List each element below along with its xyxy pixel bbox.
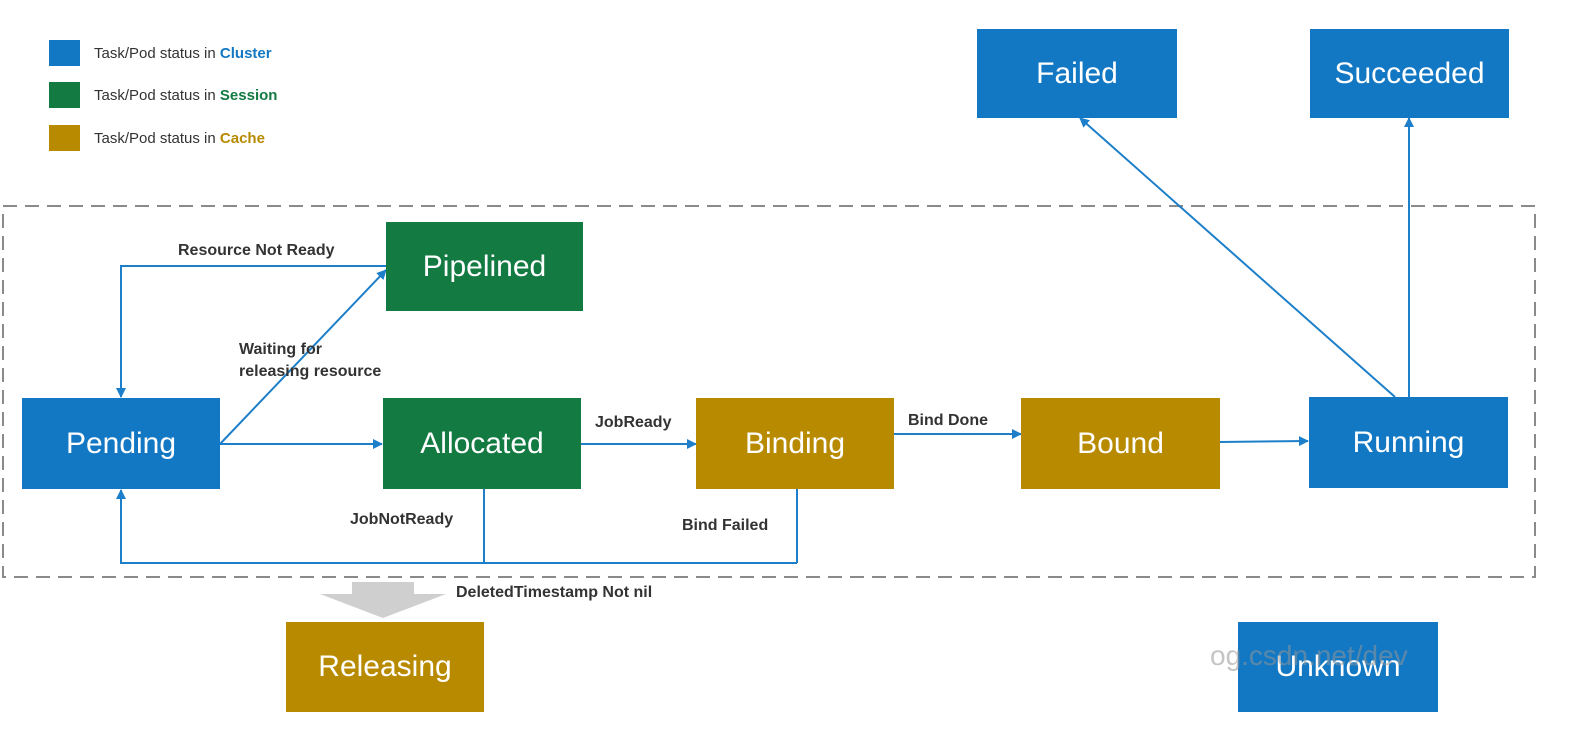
release-block-arrow — [320, 582, 446, 618]
legend-text-cluster: Task/Pod status in Cluster — [94, 44, 272, 62]
state-unknown: Unknown — [1238, 622, 1438, 712]
arrow-pipelined-to-pending — [116, 265, 386, 398]
legend-swatch-cache — [49, 125, 80, 151]
state-succeeded: Succeeded — [1310, 29, 1509, 118]
label-job-ready: JobReady — [595, 414, 672, 431]
label-waiting-line1: Waiting for — [239, 341, 322, 358]
legend-swatch-cluster — [49, 40, 80, 66]
label-resource-not-ready: Resource Not Ready — [178, 242, 335, 259]
state-pending: Pending — [22, 398, 220, 489]
state-binding: Binding — [696, 398, 894, 489]
arrow-bound-to-running — [1219, 436, 1309, 447]
legend-item-cluster: Task/Pod status in Cluster — [49, 40, 272, 66]
state-bound: Bound — [1021, 398, 1220, 489]
legend-item-session: Task/Pod status in Session — [49, 82, 277, 108]
state-pipelined: Pipelined — [386, 222, 583, 311]
label-waiting-line2: releasing resource — [239, 363, 382, 380]
watermark-text: og.csdn.net/dev — [1210, 640, 1408, 671]
legend-swatch-session — [49, 82, 80, 108]
label-job-not-ready: JobNotReady — [350, 511, 454, 528]
legend-text-session: Task/Pod status in Session — [94, 86, 278, 104]
label-deleted-timestamp: DeletedTimestamp Not nil — [456, 584, 653, 601]
arrow-back-to-pending — [116, 489, 797, 564]
state-releasing: Releasing — [286, 622, 484, 712]
label-bind-failed: Bind Failed — [682, 517, 769, 534]
scheduler-boundary — [2, 205, 1536, 578]
label-bind-done: Bind Done — [908, 412, 988, 429]
legend-item-cache: Task/Pod status in Cache — [49, 125, 265, 151]
arrow-running-to-failed — [1079, 117, 1396, 398]
legend-text-cache: Task/Pod status in Cache — [94, 129, 265, 147]
state-allocated: Allocated — [383, 398, 581, 489]
arrow-pending-to-pipelined — [219, 269, 387, 445]
state-failed: Failed — [977, 29, 1177, 118]
state-running: Running — [1309, 397, 1508, 488]
